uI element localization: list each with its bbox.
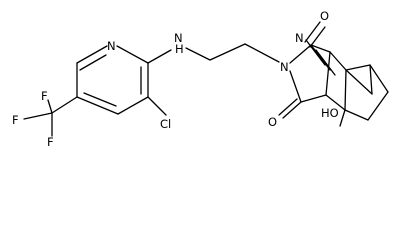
bond [300,94,327,103]
atom-label-nh-h: H [175,42,184,56]
atom-label-n-imide: N [280,60,289,74]
bond [344,69,347,111]
bond [76,45,108,64]
bond [47,99,53,114]
atom-label-o-top: O [320,9,329,23]
atom-label-n-pyridine: N [107,39,116,53]
bond [147,49,172,64]
atom-label-ho: HO [321,106,339,120]
bond [369,64,373,95]
bond [339,109,346,127]
bond [367,91,389,121]
bond [345,69,373,95]
bond [325,51,331,96]
atom-labels: N N H Cl F F F N O O N HO [12,9,339,149]
bond [289,44,312,64]
atom-label-f-left: F [12,113,19,127]
bond [309,26,326,48]
bond [116,45,149,64]
bond [23,112,53,120]
bond [76,96,119,115]
bonds [23,21,389,137]
bond [325,94,346,111]
chemical-structure-diagram: N N H Cl F F F N O O N HO [12,9,389,149]
bond [51,96,78,114]
bond [304,21,321,43]
bond [278,98,298,116]
bond [369,64,389,93]
bond [310,44,331,53]
bond [345,64,371,71]
bond [185,47,211,61]
bond [244,43,280,63]
atom-label-nh-amine: N [174,31,183,45]
bond [315,49,336,76]
bond [209,43,246,61]
bond [282,101,302,119]
bond [79,54,107,71]
bond [310,44,331,71]
bond [329,51,347,71]
bond [344,109,369,121]
atom-label-f-top: F [41,89,48,103]
atom-label-o-bottom: O [268,115,277,129]
bond [147,96,167,116]
bond [83,92,117,107]
atom-label-chloro: Cl [160,117,171,131]
bond [117,96,149,115]
bond [305,39,326,66]
atom-label-n-nitrile: N [295,31,304,45]
bond [289,70,302,103]
atom-label-f-bottom: F [47,135,54,149]
